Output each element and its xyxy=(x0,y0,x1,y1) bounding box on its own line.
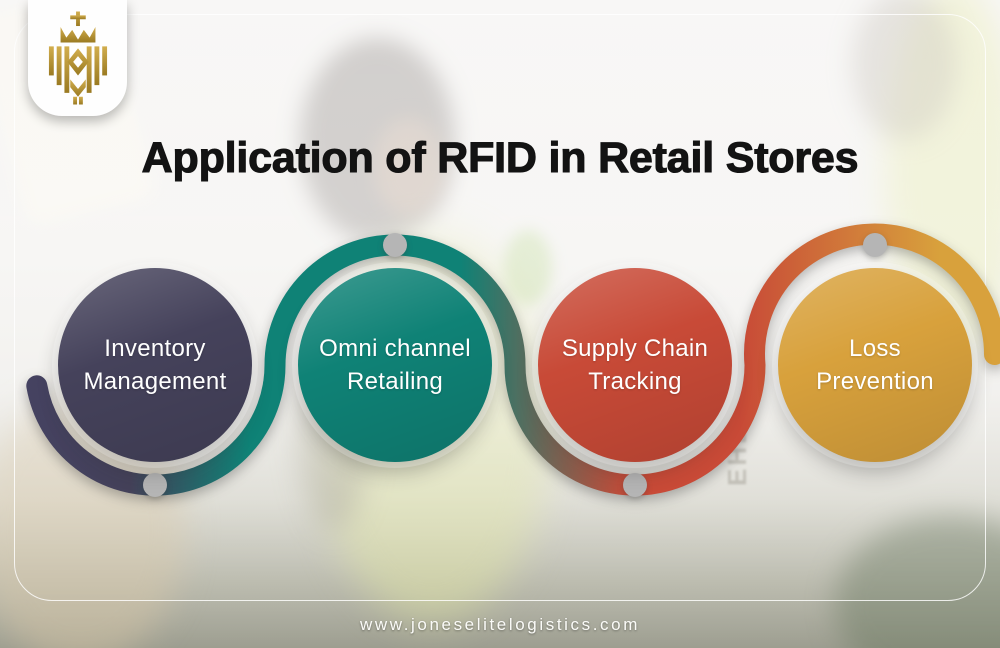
step-label-line: Retailing xyxy=(346,368,444,395)
emblem-mane-bar xyxy=(86,46,92,93)
connector-band-path xyxy=(26,223,1000,496)
step-circle-inventory-management: Inventory Management xyxy=(58,268,252,462)
step-label-line: Management xyxy=(83,368,227,395)
step-label-line: Prevention xyxy=(816,368,934,395)
band-dot-bottom-3 xyxy=(623,473,647,497)
step-label-line: Supply Chain xyxy=(561,335,709,362)
band-dot-bottom-1 xyxy=(143,473,167,497)
step-circle-supply-chain-tracking: Supply Chain Tracking xyxy=(538,268,732,462)
emblem-mane-bar xyxy=(63,46,69,93)
emblem-chevron xyxy=(69,79,86,97)
band-dot-top-4 xyxy=(863,233,887,257)
emblem-diamond xyxy=(66,48,89,76)
step-circle-omni-channel-retailing: Omni channel Retailing xyxy=(298,268,492,462)
step-label-line: Loss xyxy=(849,335,901,362)
company-logo-emblem xyxy=(48,11,107,105)
emblem-foot-bar xyxy=(72,96,77,105)
emblem-cross-horizontal xyxy=(69,15,86,20)
step-label-line: Tracking xyxy=(588,368,682,395)
emblem-mane-bar xyxy=(48,46,54,76)
step-circle-loss-prevention: Loss Prevention xyxy=(778,268,972,462)
emblem-mane-bar xyxy=(56,46,62,86)
page-title: Application of RFID in Retail Stores xyxy=(141,133,859,182)
step-label-line: Inventory xyxy=(104,335,206,362)
website-url: www.joneselitelogistics.com xyxy=(360,615,640,634)
emblem-mane-bar xyxy=(101,46,107,76)
emblem-mane-bar xyxy=(93,46,99,86)
step-label-line: Omni channel xyxy=(319,335,471,362)
emblem-foot-bar xyxy=(78,96,83,105)
band-dot-top-2 xyxy=(383,233,407,257)
emblem-crown xyxy=(60,27,95,43)
company-logo-badge xyxy=(28,0,127,116)
band-dots xyxy=(143,233,887,497)
